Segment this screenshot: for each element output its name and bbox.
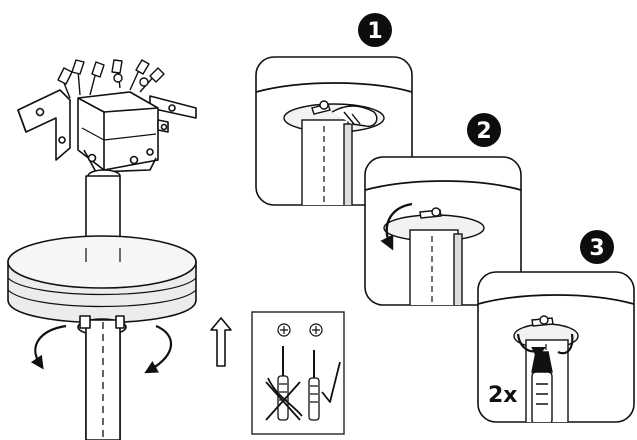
mounting-bracket	[17, 89, 71, 161]
step-number-1: 1	[367, 19, 382, 44]
junction-box	[77, 91, 159, 171]
step-panel-2	[364, 156, 522, 306]
step-badge-1: 1	[358, 13, 392, 47]
canopy-assembly	[7, 59, 197, 440]
rotate-arrow-step2	[380, 202, 413, 251]
screwdriver-guide-box	[251, 311, 345, 435]
screwdriver-step3-icon	[531, 351, 553, 422]
rotate-arrow-left	[30, 324, 67, 370]
phillips-screw-icon	[277, 323, 323, 337]
quantity-label: 2x	[488, 383, 518, 408]
step-badge-3: 3	[580, 230, 614, 264]
up-arrow-icon	[210, 317, 232, 367]
wire-nuts	[57, 59, 165, 99]
step-number-3: 3	[589, 236, 604, 261]
step-number-2: 2	[476, 119, 491, 144]
checkmark-icon	[321, 361, 341, 403]
canopy-cover	[7, 235, 197, 440]
rotate-arrow-right	[144, 324, 173, 374]
cross-mark-icon	[265, 377, 303, 421]
step-badge-2: 2	[467, 113, 501, 147]
screwdriver-right-icon	[308, 350, 320, 421]
step-panel-3	[477, 271, 635, 423]
